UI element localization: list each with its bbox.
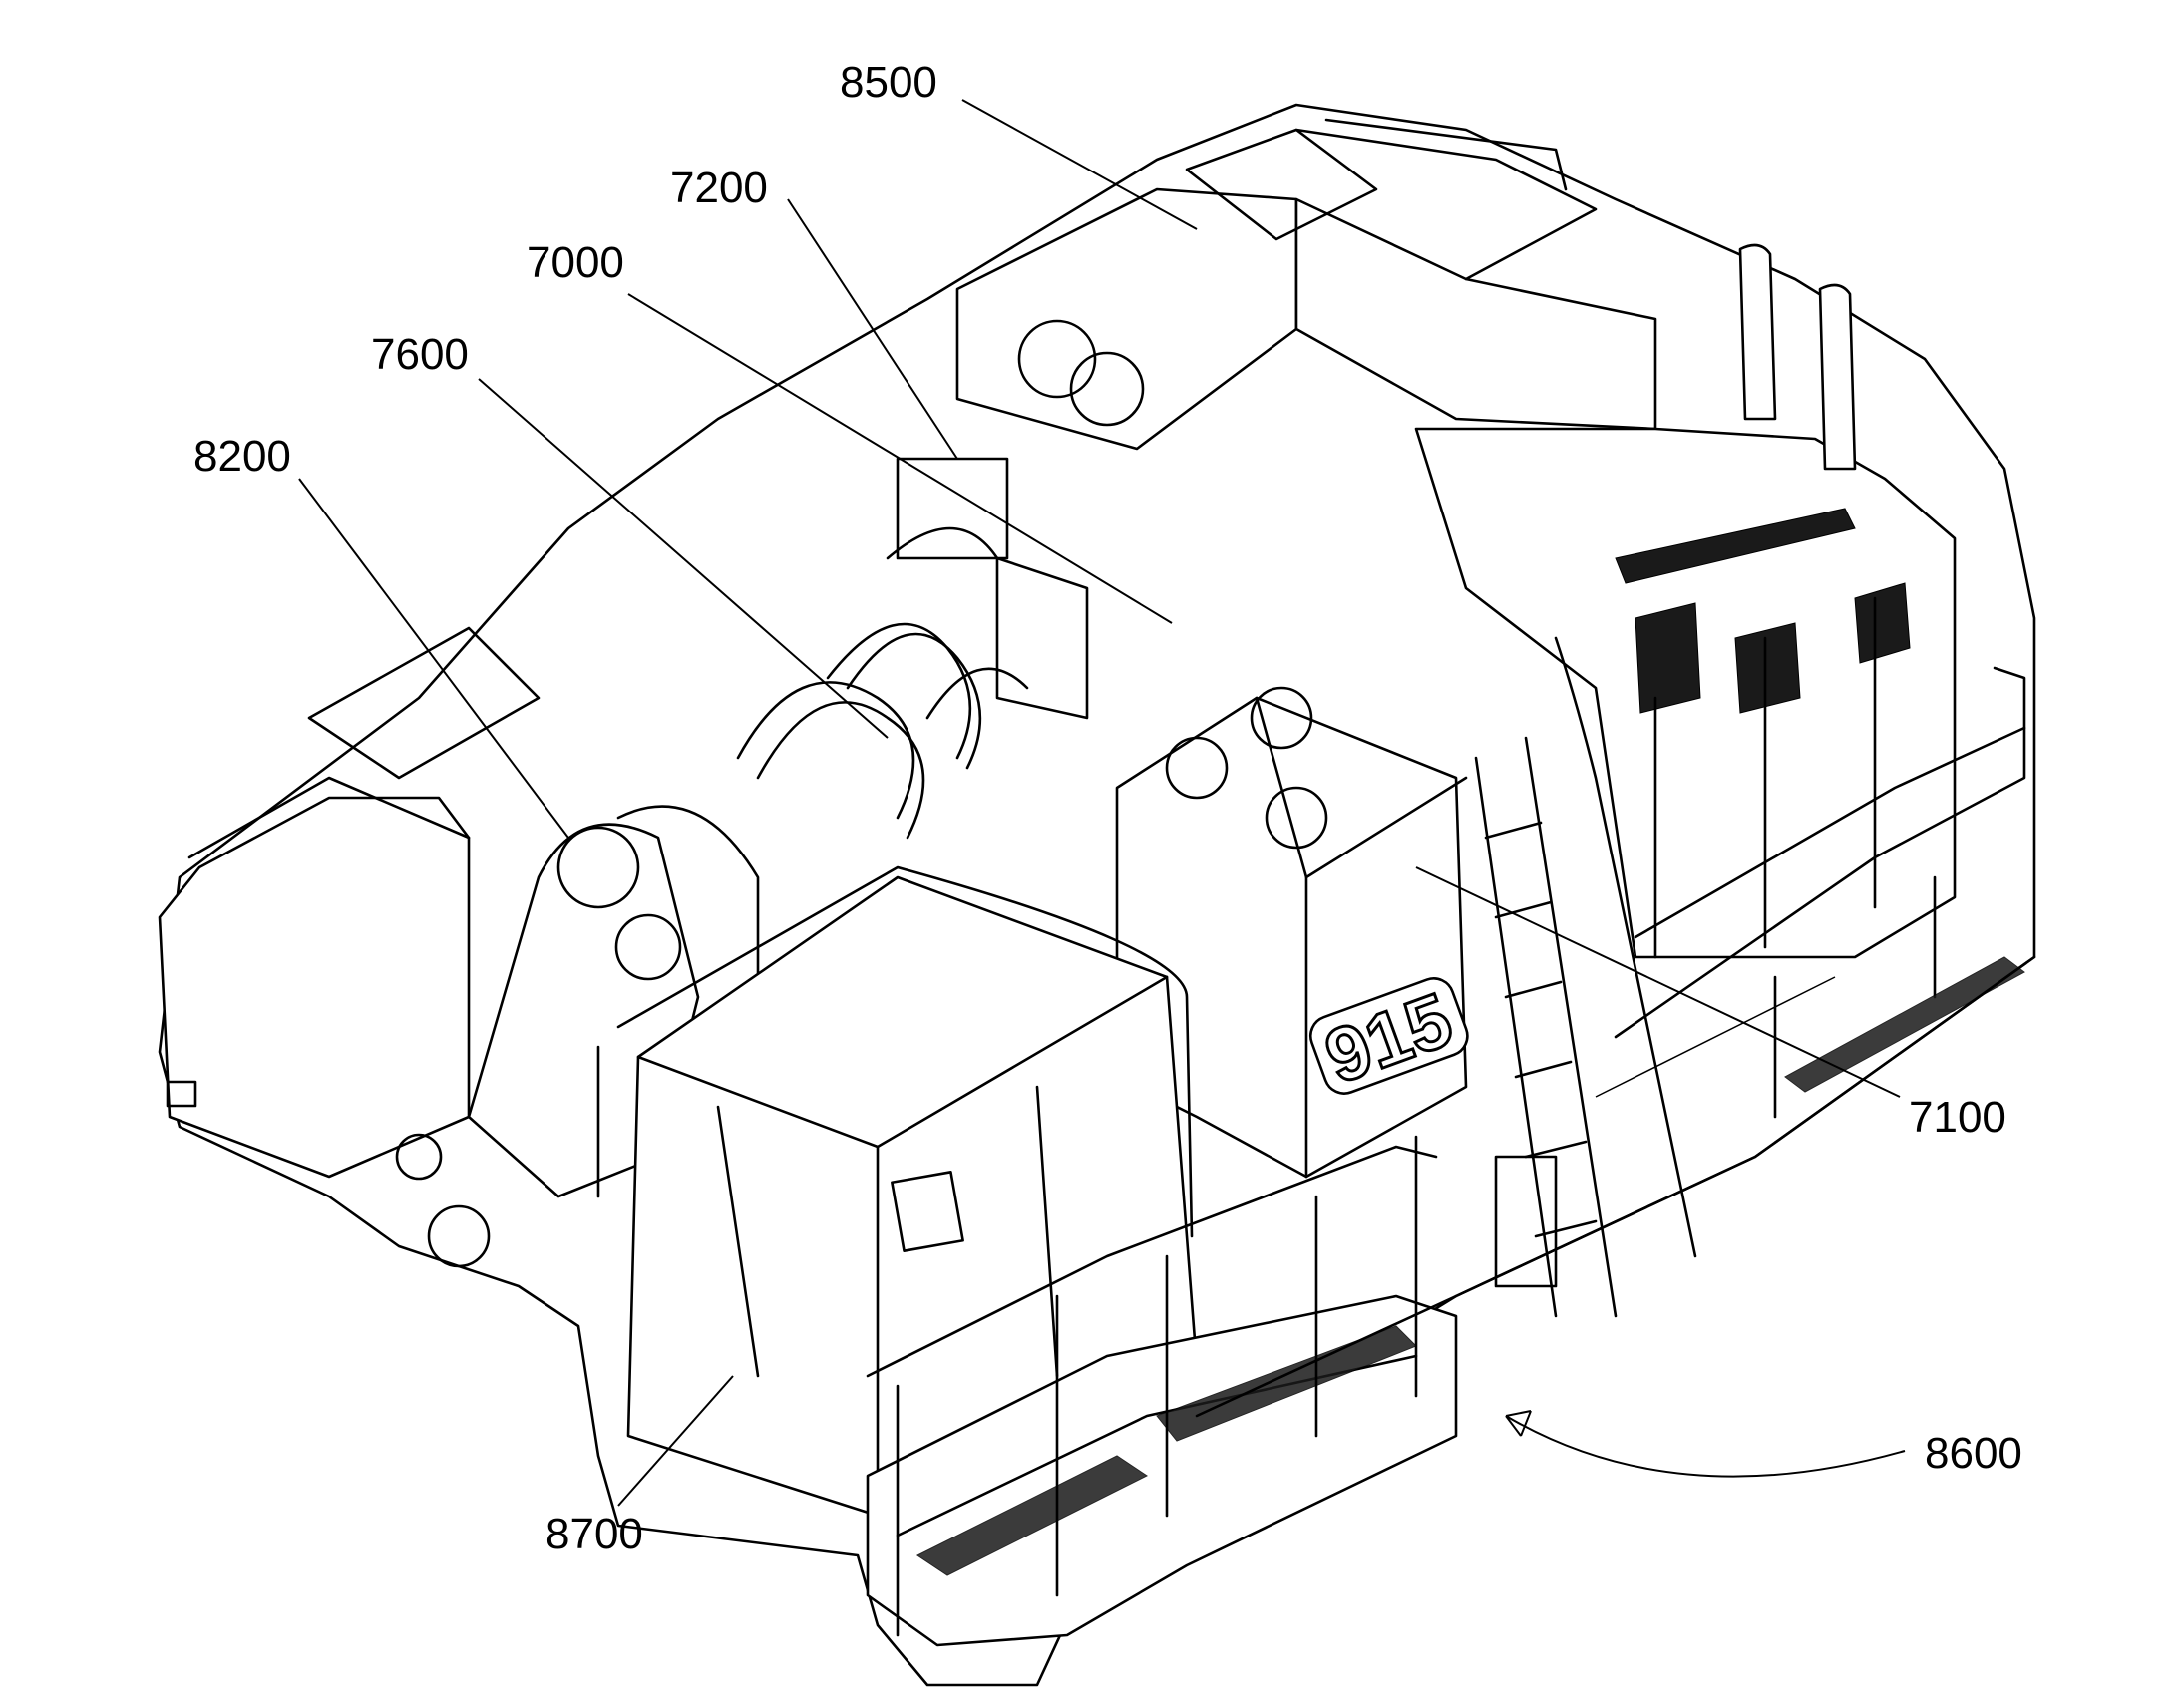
side-railing <box>1614 666 2026 1039</box>
roof-panel <box>955 187 1298 451</box>
right-step-grating <box>1784 956 2025 1093</box>
leader-lines <box>298 99 1906 1507</box>
leader-7200 <box>787 198 958 460</box>
exhaust-stack-1 <box>1738 243 1777 421</box>
machine-outline: 915 <box>158 103 2036 1687</box>
leader-8700 <box>617 1375 734 1507</box>
ref-8200: 8200 <box>193 432 291 481</box>
boom-foot-block <box>158 796 471 1179</box>
ref-7200: 7200 <box>670 164 768 212</box>
roof-panel-right <box>1294 197 1657 431</box>
hose-bundle <box>736 319 1145 840</box>
ref-8600: 8600 <box>1925 1429 2022 1478</box>
ref-7100: 7100 <box>1909 1093 2006 1142</box>
cab-handrail <box>616 865 1194 1238</box>
ref-8500: 8500 <box>840 58 937 107</box>
leader-7100 <box>1415 866 1901 1098</box>
leader-8500 <box>961 99 1198 230</box>
ref-7000: 7000 <box>527 238 624 287</box>
ref-7600: 7600 <box>371 330 469 379</box>
ref-8700: 8700 <box>545 1510 643 1558</box>
exhaust-stack-2 <box>1818 283 1857 471</box>
leader-8600-arrow <box>1505 1415 1906 1478</box>
leader-8200 <box>298 478 569 839</box>
leader-7600 <box>478 378 889 739</box>
leader-7000 <box>627 293 1173 624</box>
hood-louvers <box>1615 508 1911 714</box>
arrowhead-8600 <box>1505 1410 1532 1437</box>
access-ladder <box>1474 636 1697 1318</box>
reference-numerals: 8500 7200 7000 7600 8200 7100 8600 8700 <box>193 58 2022 1558</box>
